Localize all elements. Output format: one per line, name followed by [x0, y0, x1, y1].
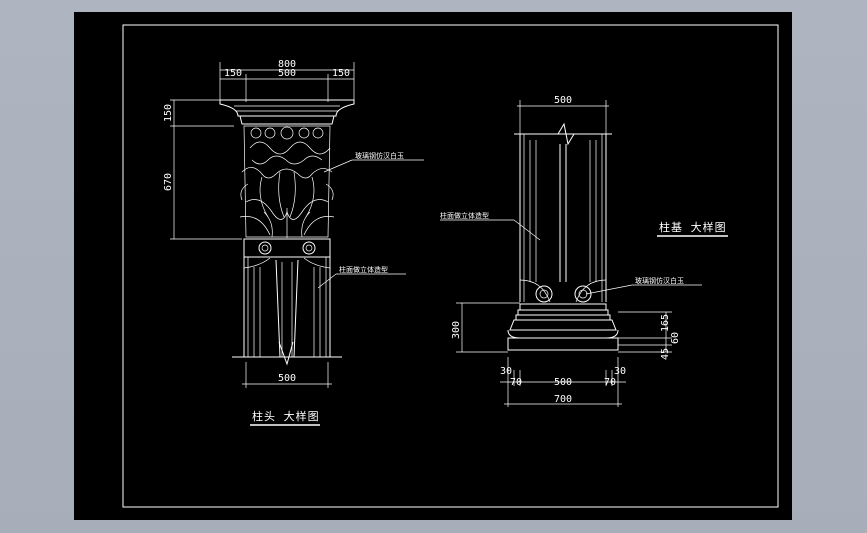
callout-ornament: 玻璃钢仿汉白玉: [355, 151, 404, 160]
base-dim-top: 500: [554, 95, 572, 106]
base-dim-right-2: 60: [670, 332, 681, 344]
dim-top-left: 150: [224, 68, 242, 79]
base-dim-bottom-e: 30: [614, 366, 626, 377]
base-right-dimensions: 165 60 45: [618, 311, 681, 360]
capital-title: 柱头 大样图: [252, 409, 320, 423]
base-detail: 500 300: [440, 95, 728, 407]
dim-side-lower: 670: [163, 173, 174, 191]
base-dim-right-1: 165: [660, 314, 671, 332]
base-dim-bottom-b: 70: [510, 377, 522, 388]
base-bottom-dimensions: 30 70 500 70 30 700: [500, 357, 626, 407]
base-dim-bottom-total: 700: [554, 394, 572, 405]
capital-ornament: [239, 125, 335, 238]
capital-shaft: [232, 238, 342, 366]
base-shaft: [519, 134, 607, 303]
base-dim-bottom-d: 70: [604, 377, 616, 388]
capital-bottom-dimension: 500: [242, 362, 332, 388]
dim-side-upper: 150: [163, 104, 174, 122]
callout-shaft: 柱面做立体造型: [339, 265, 388, 274]
dim-top-total: 800: [278, 59, 296, 70]
base-title: 柱基 大样图: [659, 220, 727, 234]
base-dim-bottom-c: 500: [554, 377, 572, 388]
base-dim-left: 300: [451, 321, 462, 339]
capital-detail: 800 150 500 150 150 670: [163, 59, 424, 426]
capital-side-dimensions: 150 670: [163, 99, 242, 240]
drawing-sheet[interactable]: 800 150 500 150 150 670: [74, 12, 792, 520]
dim-top-mid: 500: [278, 68, 296, 79]
capital-top-dimensions: 800 150 500 150: [219, 59, 355, 102]
dim-top-right: 150: [332, 68, 350, 79]
drawing-frame: [122, 24, 779, 508]
base-plinth: [507, 303, 619, 351]
base-callout-shaft: 柱面做立体造型: [440, 211, 489, 220]
base-callout-base: 玻璃钢仿汉白玉: [635, 276, 684, 285]
base-top-dimension: 500: [517, 95, 609, 134]
base-left-dimension: 300: [451, 302, 520, 353]
base-dim-right-3: 45: [660, 348, 671, 360]
cad-drawing: 800 150 500 150 150 670: [122, 24, 779, 508]
dim-bottom: 500: [278, 373, 296, 384]
base-dim-bottom-a: 30: [500, 366, 512, 377]
